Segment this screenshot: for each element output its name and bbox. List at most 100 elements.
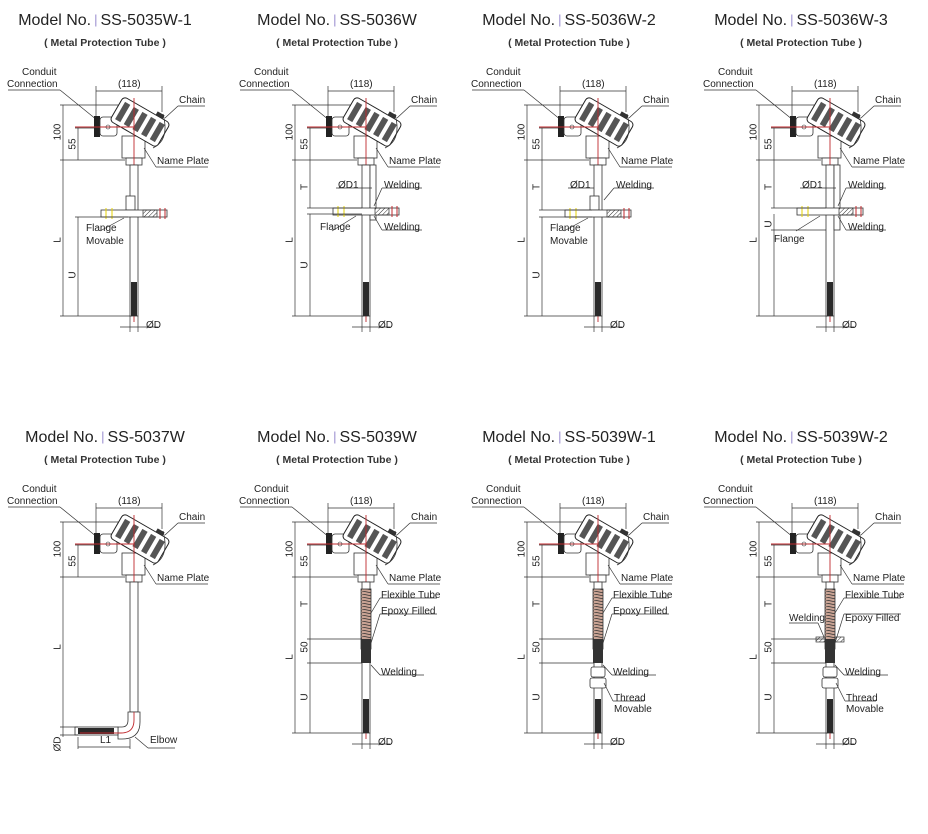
dimension-label: 55 bbox=[67, 555, 79, 567]
flange-section bbox=[838, 207, 854, 216]
dimension-label: L bbox=[748, 654, 760, 660]
title-separator: | bbox=[101, 429, 105, 444]
leader-line bbox=[164, 105, 179, 119]
model-number: SS-5036W bbox=[339, 12, 417, 29]
model-prefix: Model No. bbox=[482, 12, 556, 29]
conduit-label: Connection bbox=[703, 79, 754, 90]
model-subtitle: ( Metal Protection Tube ) bbox=[740, 454, 862, 466]
leader-line bbox=[370, 664, 381, 676]
dimension-label: T bbox=[531, 600, 543, 608]
conduit-label: Conduit bbox=[22, 67, 57, 78]
callout-label: Welding bbox=[384, 222, 420, 233]
conduit-label: Connection bbox=[703, 496, 754, 507]
dimension-label: U bbox=[299, 261, 311, 269]
conduit-label: Connection bbox=[239, 496, 290, 507]
conduit-fitting bbox=[326, 116, 332, 137]
callout-label: Welding bbox=[845, 667, 881, 678]
callout-label: Welding bbox=[384, 180, 420, 191]
title-separator: | bbox=[333, 429, 337, 444]
dimension-label: T bbox=[531, 183, 543, 191]
leader-line bbox=[603, 682, 614, 702]
dimension-label: U bbox=[67, 271, 79, 279]
model-panel: Model No.|SS-5037W( Metal Protection Tub… bbox=[0, 417, 232, 834]
terminal-head-cap bbox=[342, 97, 402, 147]
conduit-label: Connection bbox=[471, 496, 522, 507]
leader-line bbox=[602, 597, 613, 614]
model-panel: Model No.|SS-5035W-1( Metal Protection T… bbox=[0, 0, 232, 417]
dimension-label: T bbox=[763, 183, 775, 191]
name-plate-label: Name Plate bbox=[853, 573, 906, 584]
terminal-head-cap bbox=[342, 514, 402, 564]
leader-line bbox=[143, 147, 157, 168]
leader-line bbox=[628, 522, 643, 536]
conduit-label: Conduit bbox=[22, 484, 57, 495]
leader-line bbox=[860, 105, 875, 119]
callout-label: Flange bbox=[320, 222, 351, 233]
leader-line bbox=[370, 613, 381, 644]
sensor-element bbox=[595, 699, 601, 733]
name-plate-label: Name Plate bbox=[389, 573, 442, 584]
terminal-head-cap bbox=[806, 514, 866, 564]
chain-label: Chain bbox=[179, 95, 206, 106]
dimension-label: T bbox=[763, 600, 775, 608]
model-subtitle: ( Metal Protection Tube ) bbox=[276, 454, 398, 466]
dimension-label: 100 bbox=[52, 123, 64, 141]
technical-drawing bbox=[240, 503, 440, 749]
chain-label: Chain bbox=[643, 512, 670, 523]
callout-label: Elbow bbox=[150, 735, 178, 746]
dimension-label: (118) bbox=[118, 79, 141, 90]
model-prefix: Model No. bbox=[714, 12, 788, 29]
conduit-label: Conduit bbox=[718, 484, 753, 495]
name-plate-label: Name Plate bbox=[157, 573, 210, 584]
technical-drawing bbox=[472, 503, 672, 749]
dimension-label: 100 bbox=[748, 123, 760, 141]
callout-label: Epoxy Filled bbox=[613, 606, 668, 617]
model-title: Model No.|SS-5035W-1 bbox=[0, 12, 210, 30]
dimension-label: ØD bbox=[610, 320, 625, 331]
title-separator: | bbox=[790, 429, 794, 444]
dimension-label: (118) bbox=[582, 496, 605, 507]
dimension-label: L bbox=[52, 644, 64, 650]
model-panel: Model No.|SS-5039W-1( Metal Protection T… bbox=[464, 417, 696, 834]
leader-line bbox=[396, 105, 411, 119]
leader-line bbox=[602, 664, 613, 676]
model-title: Model No.|SS-5039W-2 bbox=[696, 429, 906, 447]
callout-label: Flange bbox=[550, 223, 581, 234]
callout-label: L1 bbox=[100, 735, 112, 746]
dimension-label: 100 bbox=[516, 540, 528, 558]
flange bbox=[100, 209, 168, 218]
leader-line bbox=[834, 597, 845, 614]
dimension-label: 55 bbox=[763, 138, 775, 150]
model-prefix: Model No. bbox=[482, 429, 556, 446]
callout-label: Movable bbox=[550, 236, 588, 247]
flange bbox=[564, 209, 632, 218]
dimension-label: 55 bbox=[531, 138, 543, 150]
leader-line bbox=[607, 564, 621, 585]
conduit-label: Connection bbox=[7, 79, 58, 90]
sensor-element bbox=[131, 282, 137, 316]
callout-label: Flexible Tube bbox=[845, 590, 905, 601]
leader-line bbox=[817, 622, 825, 638]
conduit-label: Conduit bbox=[254, 484, 289, 495]
sensor-element bbox=[363, 699, 369, 733]
conduit-fitting bbox=[790, 533, 796, 554]
dimension-label: U bbox=[531, 271, 543, 279]
callout-label: Epoxy Filled bbox=[845, 613, 900, 624]
leader-line bbox=[396, 522, 411, 536]
dimension-label: ØD bbox=[378, 320, 393, 331]
leader-line bbox=[373, 215, 383, 231]
chain bbox=[848, 530, 862, 566]
dimension-label: 55 bbox=[67, 138, 79, 150]
dimension-label: U bbox=[763, 220, 775, 228]
model-prefix: Model No. bbox=[25, 429, 99, 446]
technical-drawing bbox=[8, 503, 208, 749]
technical-drawing bbox=[704, 503, 904, 749]
name-plate-label: Name Plate bbox=[157, 156, 210, 167]
model-prefix: Model No. bbox=[257, 429, 331, 446]
callout-label: Welding bbox=[848, 222, 884, 233]
leader-line bbox=[99, 217, 125, 232]
protection-tube bbox=[129, 581, 139, 713]
leader-line bbox=[603, 187, 615, 201]
model-number: SS-5039W-2 bbox=[796, 429, 888, 446]
dimension-label: T bbox=[299, 600, 311, 608]
